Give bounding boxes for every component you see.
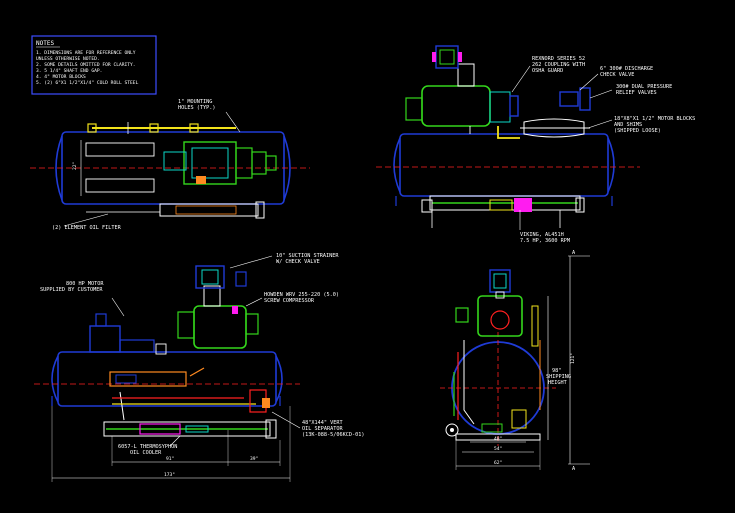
label-viking: VIKING, AL451H 7.5 HP, 3600 RPM [520,232,570,244]
label-motor-supplied-l2: SUPPLIED BY CUSTOMER [40,287,103,293]
label-rexnord-l3: OSHA GUARD [532,68,563,74]
label-rexnord-l1: REXNORD SERIES 52 [532,56,585,62]
note-line-6: 5. (2) 6"X1 1/2"X1/4" COLD ROLL STEEL [36,80,139,86]
label-thermosyphon: 6057-L THERMOSYPHON OIL COOLER [118,444,180,456]
section-mark-a-top: A [572,250,576,256]
label-element-oil-filter: (2) ELEMENT OIL FILTER [52,225,122,231]
label-motor-blocks-l1: 18"X8"X1 1/2" MOTOR BLOCKS [614,116,695,122]
label-relief-valves: 300# DUAL PRESSURE RELIEF VALVES [616,84,675,96]
note-line-3: 2. SOME DETAILS OMITTED FOR CLARITY. [36,62,136,68]
label-separator: 48"X144" VERT OIL SEPARATOR (13K-088-5/0… [302,420,364,438]
view-bottom-right-end: 48" 54" 62" 121" A A 98" SHIPPING HEIGHT [440,250,590,472]
label-viking-l2: 7.5 HP, 3600 RPM [520,238,570,244]
label-relief-valves-l2: RELIEF VALVES [616,90,657,96]
dim-22: 22" [72,162,78,170]
label-motor-blocks: 18"X8"X1 1/2" MOTOR BLOCKS AND SHIMS (SH… [614,116,698,134]
label-rexnord: REXNORD SERIES 52 262 COUPLING WITH OSHA… [532,56,588,74]
notes-title: NOTES [36,40,54,47]
note-line-1: 1. DIMENSIONS ARE FOR REFERENCE ONLY [36,50,136,56]
label-howden: HOWDEN WRV 255-220 (5.0) SCREW COMPRESSO… [264,292,342,304]
dim-39: 39" [250,456,258,462]
label-shipping-height-l3: HEIGHT [548,380,567,386]
label-howden-l1: HOWDEN WRV 255-220 (5.0) [264,292,339,298]
section-mark-a-bottom: A [572,466,576,472]
note-line-2: UNLESS OTHERWISE NOTED. [36,56,100,62]
label-discharge-check-l2: CHECK VALVE [600,72,634,78]
label-shipping-height-l2: SHIPPING [546,374,571,380]
label-thermosyphon-l1: 6057-L THERMOSYPHON [118,444,177,450]
view-bottom-left-elevation: 91" 39" 173" 10" SUCTION STRAINER W/ CHE… [34,253,364,482]
label-discharge-check-l1: 6" 300# DISCHARGE [600,66,653,72]
label-relief-valves-l1: 300# DUAL PRESSURE [616,84,672,90]
label-motor-blocks-l2: AND SHIMS [614,122,642,128]
label-mounting-holes-l2: HOLES (TYP.) [178,105,215,111]
view-top-left-plan: 22" 1" MOUNTING HOLES (TYP.) (2) ELEMENT… [30,99,310,231]
label-separator-l2: OIL SEPARATOR [302,426,343,432]
note-line-4: 3. 5 1/4" SHAFT END GAP. [36,68,102,74]
label-motor-blocks-l3: (SHIPPED LOOSE) [614,128,661,134]
label-mounting-holes: 1" MOUNTING HOLES (TYP.) [178,99,215,111]
label-howden-l2: SCREW COMPRESSOR [264,298,315,304]
dim-173: 173" [164,472,175,478]
label-discharge-check: 6" 300# DISCHARGE CHECK VALVE [600,66,656,78]
dim-121: 121" [570,353,576,364]
label-shipping-height: 98" SHIPPING HEIGHT [546,368,574,386]
label-rexnord-l2: 262 COUPLING WITH [532,62,585,68]
notes-block: NOTES 1. DIMENSIONS ARE FOR REFERENCE ON… [31,35,157,95]
dim-48: 48" [494,436,502,442]
label-motor-supplied: 800 HP MOTOR SUPPLIED BY CUSTOMER [40,281,107,293]
label-viking-l1: VIKING, AL451H [520,232,564,238]
label-shipping-height-l1: 98" [552,368,561,374]
dim-54: 54" [494,446,502,452]
label-thermosyphon-l2: OIL COOLER [130,450,162,456]
dim-91: 91" [166,456,174,462]
dim-62: 62" [494,460,502,466]
label-mounting-holes-l1: 1" MOUNTING [178,99,212,105]
label-separator-l1: 48"X144" VERT [302,420,343,426]
view-top-right-elevation: REXNORD SERIES 52 262 COUPLING WITH OSHA… [376,45,698,244]
note-line-5: 4. 4" MOTOR BLOCKS [36,74,86,80]
label-separator-l3: (13K-088-5/06KCD-01) [302,432,364,438]
label-suction-strainer-l2: W/ CHECK VALVE [276,259,320,265]
label-motor-supplied-l1: 800 HP MOTOR [66,281,104,287]
label-suction-strainer-l1: 10" SUCTION STRAINER [276,253,339,259]
label-suction-strainer: 10" SUCTION STRAINER W/ CHECK VALVE [276,253,342,265]
